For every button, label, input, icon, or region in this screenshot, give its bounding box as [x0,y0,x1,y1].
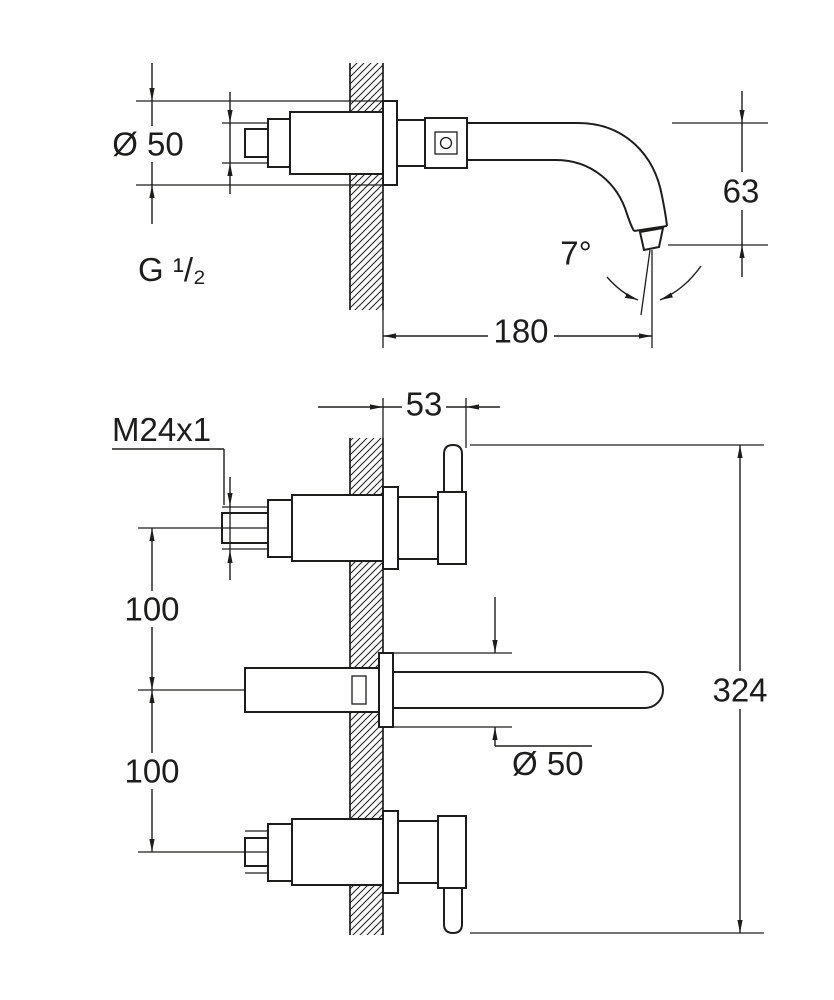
spout-rosette-front [378,652,394,728]
thread-size-label: G ¹/₂ [138,251,206,288]
upper-lever-hub [437,491,467,565]
lower-cartridge [291,818,384,886]
thread-label-front: M24x1 [112,411,211,448]
upper-sleeve [397,496,439,560]
overall-height-label: 324 [712,672,767,709]
set-screw-plate [434,131,458,155]
dim-spout-angle: 7° [560,235,702,348]
dim-upper-spacing: 100 [120,528,184,690]
valve-body-side [222,100,398,186]
spout-body-front [244,667,384,713]
lower-sleeve [397,820,439,884]
dim-spout-drop: 63 [668,91,768,277]
side-view: Ø 50 G ¹/₂ 63 7° [107,63,768,350]
lower-rosette [382,810,399,894]
dim-overall-height: 324 [470,444,774,934]
spout-flange [424,117,468,169]
rosette-side [382,100,398,186]
aerator-tip [638,226,665,252]
wall-offset-label: 53 [406,386,443,423]
lower-handle [244,810,467,935]
lower-lever-hub [437,815,467,889]
spout-angle-label: 7° [560,235,592,272]
upper-cartridge [291,494,384,562]
dim-thread-front: M24x1 [112,411,233,580]
upper-lever-arm [443,443,463,500]
lower-collar [267,823,293,882]
dim-lower-spacing: 100 [120,690,184,852]
upper-rosette [382,486,399,570]
dim-rosette-diameter-side: Ø 50 [107,63,383,224]
spout-drop-label: 63 [723,173,760,210]
lower-lever-arm [443,884,463,935]
spout-reach-label: 180 [493,313,548,350]
spout-side [396,117,668,252]
wall-section-side [349,63,384,310]
dim-spout-reach: 180 [382,310,652,350]
valve-collar-side [267,118,291,168]
spout-tube-front [392,671,664,709]
lower-spacing-label: 100 [124,753,179,790]
upper-collar [267,499,293,558]
dim-rosette-diameter-front: Ø 50 [393,597,592,782]
spout-front [244,652,664,728]
dim-wall-offset: 53 [318,386,500,448]
upper-spacing-label: 100 [124,591,179,628]
axis-lines [138,527,268,853]
spout-neck [396,119,426,167]
rosette-diameter-front-label: Ø 50 [512,745,584,782]
rosette-diameter-label: Ø 50 [112,126,184,163]
dim-thread-side: G ¹/₂ [138,92,233,288]
front-view: 53 M24x1 100 100 [112,386,774,935]
thread-stub-side [244,128,269,158]
valve-cartridge-side [289,111,384,175]
spout-bracket [351,675,367,705]
upper-handle [221,443,467,570]
set-screw [439,136,453,150]
